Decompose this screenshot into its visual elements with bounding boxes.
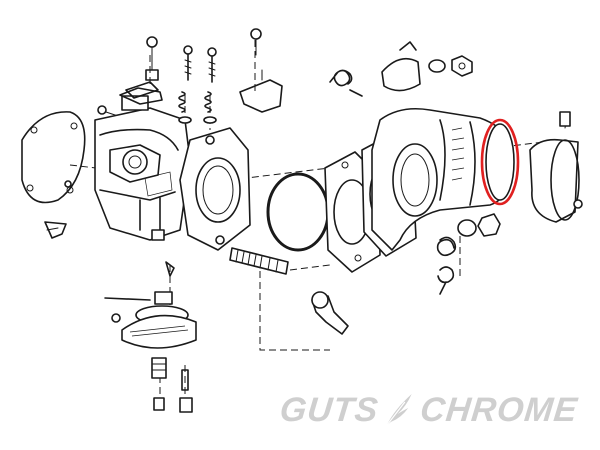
brand-word-right: CHROME [418,390,581,429]
o-ring-icon [266,172,330,252]
clip-icon [44,221,67,239]
feather-icon [386,394,413,427]
screw-icon [250,28,262,56]
jet-icon [151,357,193,413]
adjusting-screw-icon [183,45,217,83]
torsion-spring-icon [329,69,457,295]
clamp-band-icon [529,111,583,223]
brand-logo: GUTS CHROME [278,390,580,430]
choke-shutter-icon [381,41,421,92]
throttle-bracket-icon [239,69,283,113]
mounting-flange-icon [179,127,251,251]
elbow-fitting-icon [311,291,349,335]
stud-icon [229,247,289,275]
spring-icon [178,91,217,124]
seal-ring-highlight-icon [480,118,520,206]
intake-manifold-icon [371,107,515,251]
backing-plate-icon [21,111,86,204]
bracket-icon [119,36,163,105]
nut-icon [428,55,501,237]
carburetor-body-icon [94,81,191,241]
brand-word-left: GUTS [278,390,381,429]
accelerator-pump-icon [104,261,197,349]
